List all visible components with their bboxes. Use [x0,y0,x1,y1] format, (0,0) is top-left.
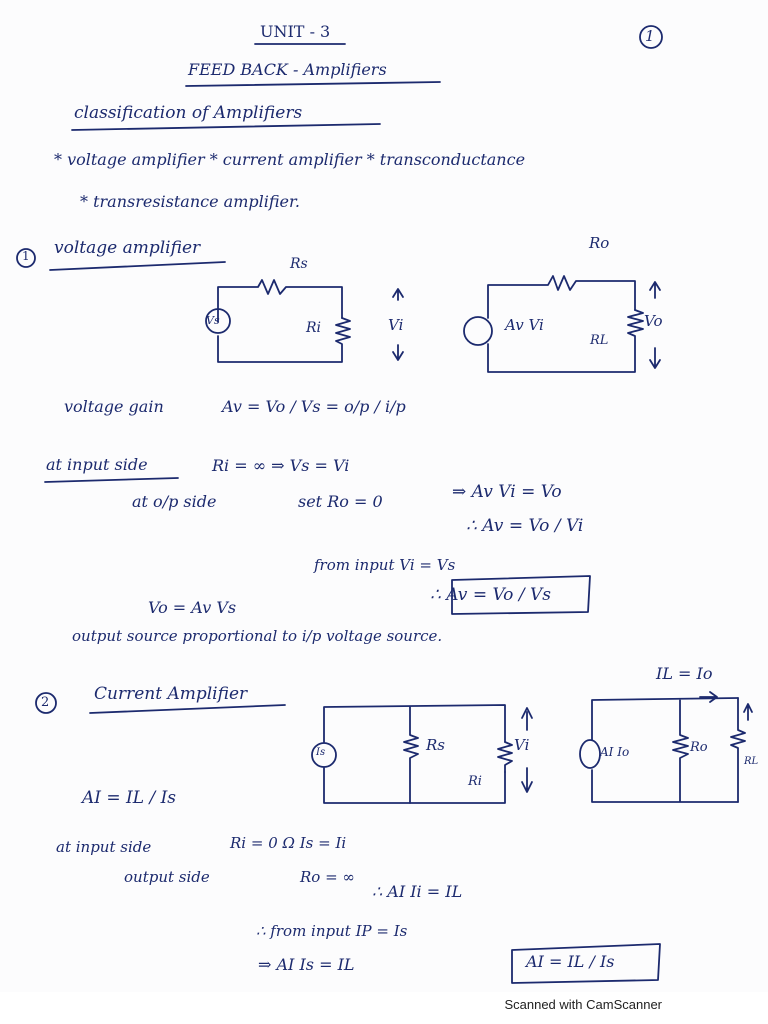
classification-title: classification of Amplifiers [74,103,303,123]
label-vs: Vs [206,314,220,327]
current-gain-formula: AI = IL / Is [82,788,177,808]
i-boxed-ai: AI = IL / Is [526,952,615,971]
section1-title: voltage amplifier [54,238,201,258]
v-output-side-label: at o/p side [132,492,217,511]
v-eq-av: ∴ Av = Vo / Vi [466,516,584,536]
i-output-side-eq: Ro = ∞ [300,868,355,886]
page-heading: FEED BACK - Amplifiers [188,60,387,79]
label-ro: Ro [589,234,610,252]
i-from-input: ∴ from input IP = Is [256,922,408,940]
voltage-gain-label: voltage gain [64,397,164,416]
boxed-ai [511,943,661,984]
i-eq2: ⇒ AI Is = IL [258,955,355,974]
label-rl: RL [590,333,609,348]
v-boxed-av: ∴ Av = Vo / Vs [430,585,551,605]
section2-number: 2 [41,695,50,710]
v-input-side-eq: Ri = ∞ ⇒ Vs = Vi [212,456,350,475]
voltage-gain-formula: Av = Vo / Vs = o/p / i/p [222,397,406,416]
section1-number: 1 [22,249,30,263]
amplifier-types-line1: * voltage amplifier * current amplifier … [54,150,526,169]
label-ro2: Ro [690,740,708,755]
current-output-circuit [579,691,753,803]
label-aiio: AI Io [600,745,630,759]
v-vo-equation: Vo = Av Vs [148,598,237,617]
footer-text: Scanned with CamScanner [504,997,662,1012]
v-input-side-label: at input side [46,455,148,474]
i-output-side-label: output side [124,868,210,886]
label-is: Is [316,747,326,758]
label-rl2: RL [744,756,759,767]
v-from-input: from input Vi = Vs [314,556,456,574]
label-il-io: IL = Io [656,664,713,683]
label-ri: Ri [306,320,322,336]
label-vi2: Vi [514,736,530,754]
current-input-circuit [311,704,533,804]
unit-title: UNIT - 3 [260,22,331,41]
label-vo: Vo [644,312,663,330]
voltage-output-circuit [463,275,661,373]
label-vi: Vi [388,316,404,334]
page-number: 1 [645,27,655,45]
label-rs2: Rs [426,736,445,754]
v-output-note: output source proportional to i/p voltag… [72,627,443,645]
section2-title: Current Amplifier [94,684,248,704]
label-ri2: Ri [468,774,482,789]
i-input-side-label: at input side [56,838,152,856]
voltage-input-circuit [205,279,404,363]
amplifier-types-line2: * transresistance amplifier. [80,192,300,211]
scanner-footer: Scanned with CamScanner [0,992,768,1024]
v-output-side-eq: set Ro = 0 [298,492,383,511]
i-input-side-eq: Ri = 0 Ω Is = Ii [230,834,347,852]
label-avvi: Av Vi [505,316,544,334]
page-number-circle [639,25,663,49]
i-eq1: ∴ AI Ii = IL [372,882,463,901]
label-rs: Rs [290,256,308,272]
v-eq-avvi: ⇒ Av Vi = Vo [452,482,562,502]
boxed-av [451,575,591,615]
